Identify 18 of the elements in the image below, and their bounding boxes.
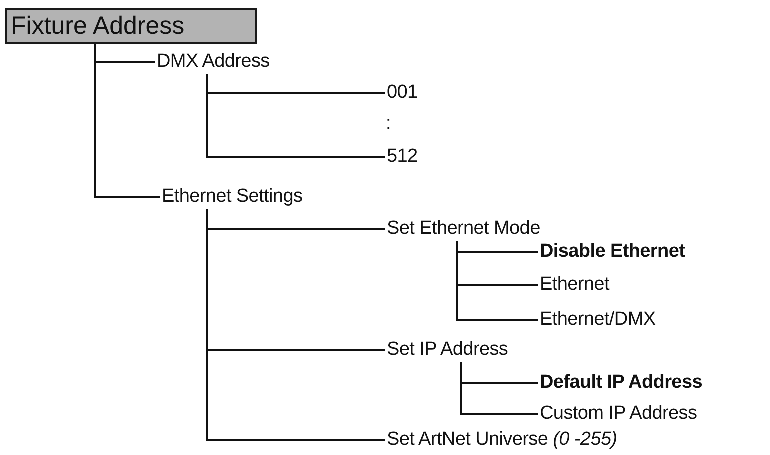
menu-option-label: Set Ethernet Mode: [385, 217, 540, 241]
menu-option-label: Ethernet: [538, 273, 610, 297]
menu-option-label: Disable Ethernet: [538, 240, 686, 264]
menu-option-label: Custom IP Address: [538, 402, 698, 426]
tree-connector-line: [460, 362, 538, 415]
menu-option-label: Ethernet/DMX: [538, 308, 656, 332]
tree-connector-line: [94, 44, 160, 198]
menu-option-label: Default IP Address: [538, 371, 702, 395]
menu-option-label: 001: [385, 81, 418, 105]
tree-connector-line: [206, 74, 385, 158]
menu-option-label: Set IP Address: [385, 338, 508, 362]
menu-option-label: Set ArtNet Universe (0 -255): [385, 428, 618, 452]
continuation-mark: :: [386, 112, 392, 136]
menu-option-label: 512: [385, 145, 418, 169]
tree-connector-line: [206, 209, 385, 441]
menu-option-label: Ethernet Settings: [160, 185, 303, 209]
menu-option-label: DMX Address: [155, 50, 270, 74]
menu-title-box: Fixture Address: [5, 8, 257, 44]
